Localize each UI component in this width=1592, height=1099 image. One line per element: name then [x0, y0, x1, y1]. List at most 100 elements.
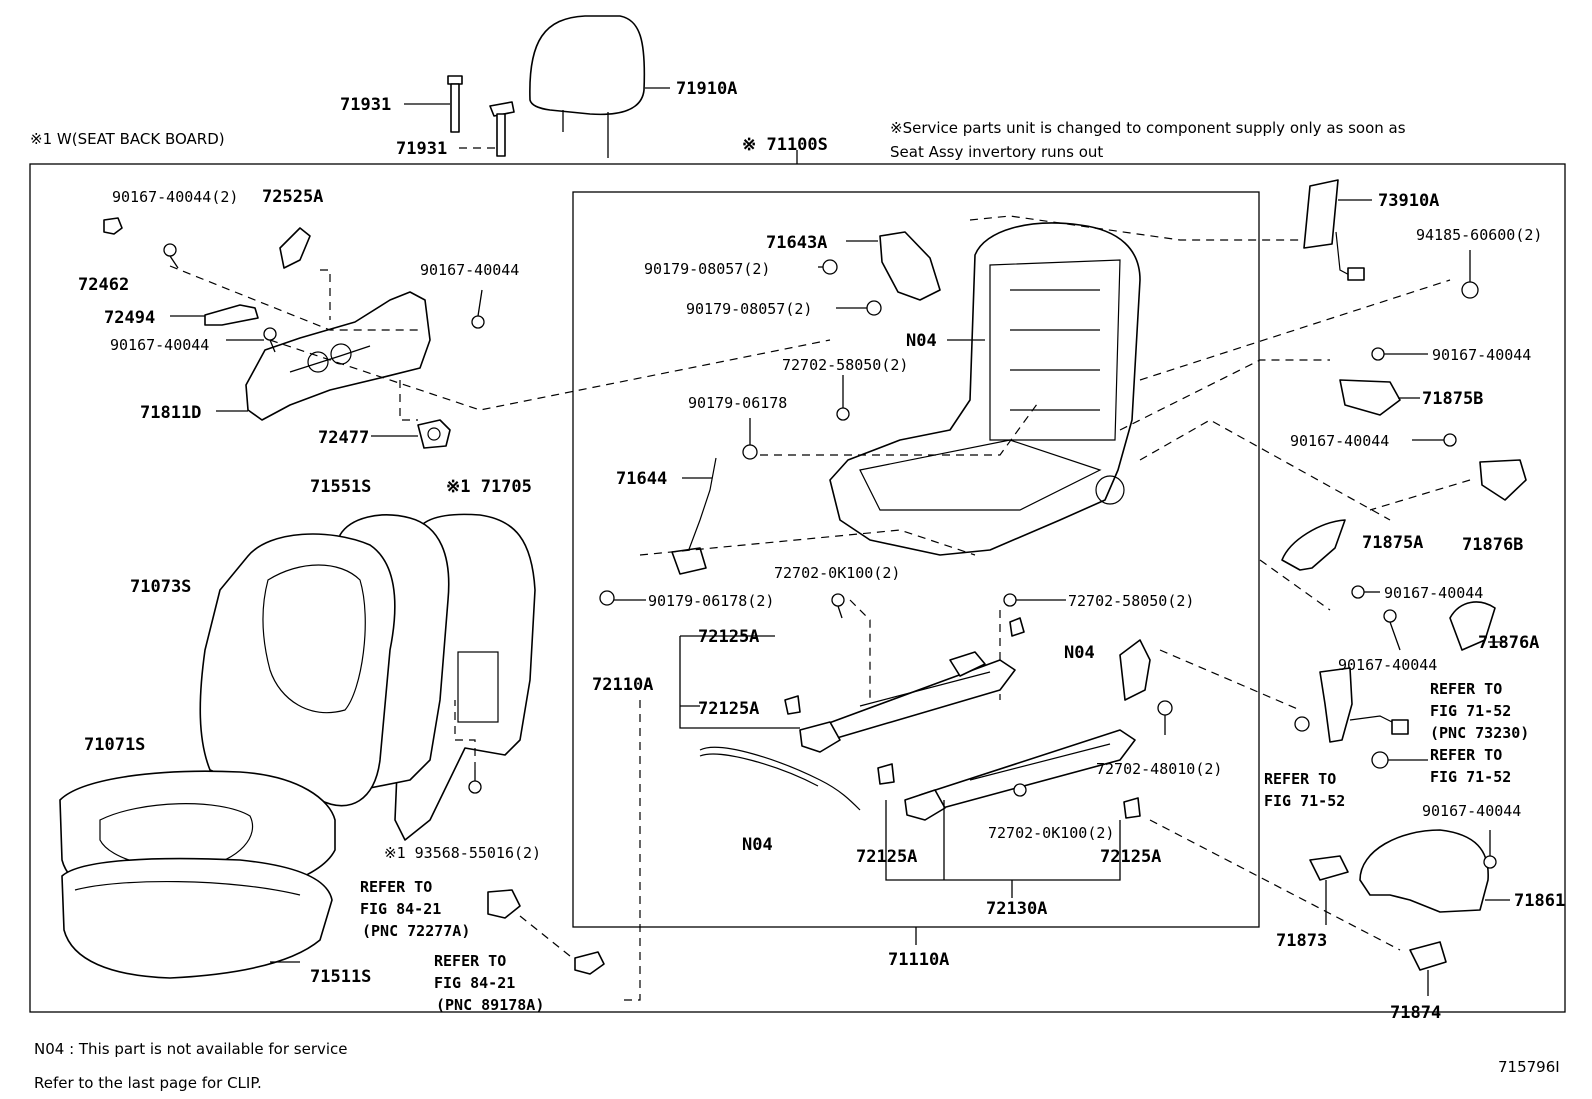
seat-track-72130A[interactable]	[904, 729, 1136, 821]
nut-90179-06178[interactable]	[742, 418, 758, 460]
cap-72462[interactable]	[103, 217, 123, 235]
bolt-72702-58050-b[interactable]	[1003, 593, 1066, 607]
note-service-2: Seat Assy invertory runs out	[890, 143, 1103, 161]
bolt-72702-48010[interactable]	[1157, 700, 1173, 735]
screw-90167-40044-a[interactable]	[163, 243, 179, 269]
label-90179-06178: 90179-06178	[688, 394, 787, 412]
label-71876A: 71876A	[1478, 633, 1539, 653]
screw-90167-40044-r1[interactable]	[1371, 347, 1428, 361]
label-71644: 71644	[616, 469, 667, 489]
label-90167-40044-r4: 90167-40044	[1338, 656, 1437, 674]
label-72702-48010: 72702-48010(2)	[1096, 760, 1222, 778]
ref2-l3: (PNC 89178A)	[436, 996, 544, 1014]
seat-frame-71100S[interactable]	[829, 222, 1141, 556]
label-90167-40044-left: 90167-40044	[110, 336, 209, 354]
cover-71876B[interactable]	[1369, 459, 1527, 511]
ref2-l1: REFER TO	[434, 952, 506, 970]
bracket-71643A[interactable]	[846, 231, 941, 301]
label-94185: 94185-60600(2)	[1416, 226, 1542, 244]
label-73910A: 73910A	[1378, 191, 1439, 211]
cable-N04-bottom	[699, 746, 861, 811]
seatback-cover-71073S[interactable]	[199, 533, 396, 807]
cover-71875B[interactable]	[1339, 379, 1420, 416]
label-71861: 71861	[1514, 891, 1565, 911]
label-71643A: 71643A	[766, 233, 827, 253]
label-71073S: 71073S	[130, 577, 191, 597]
bracket-N04-mid	[1119, 639, 1151, 701]
label-90167-40044-r5: 90167-40044	[1422, 802, 1521, 820]
nut-94185-60600[interactable]	[1461, 250, 1479, 299]
cover-ref-72277A[interactable]	[487, 889, 521, 919]
bracket-71874[interactable]	[1409, 941, 1447, 996]
ref3-l2: FIG 71-52	[1430, 702, 1511, 720]
screw-90167-40044-r3[interactable]	[1351, 585, 1380, 599]
connector-ref-89178A[interactable]	[519, 915, 605, 975]
label-72125A-a: 72125A	[698, 627, 759, 647]
label-71873: 71873	[1276, 931, 1327, 951]
knob-72494[interactable]	[170, 304, 259, 326]
label-71876B: 71876B	[1462, 535, 1523, 555]
label-71875A: 71875A	[1362, 533, 1423, 553]
label-90179-06178-2: 90179-06178(2)	[648, 592, 774, 610]
label-71100S: ※ 71100S	[742, 135, 828, 155]
label-90167-40044-r3: 90167-40044	[1384, 584, 1483, 602]
bolt-72702-58050-a[interactable]	[836, 375, 850, 421]
headrest-71910A[interactable]	[529, 15, 670, 158]
label-72525A: 72525A	[262, 187, 323, 207]
cover-71861[interactable]	[1359, 829, 1510, 913]
belt-sensor-73910A[interactable]	[1303, 179, 1372, 281]
ref4-l1: REFER TO	[1430, 746, 1502, 764]
label-72702-0K100-b: 72702-0K100(2)	[988, 824, 1114, 842]
clip-72125A-a[interactable]	[1009, 617, 1025, 637]
label-71910A: 71910A	[676, 79, 737, 99]
labels: 71931 71931 71910A ※1 W(SEAT BACK BOARD)…	[30, 79, 1565, 1092]
screw-90167-40044-r2[interactable]	[1412, 433, 1457, 447]
cover-72477[interactable]	[371, 419, 451, 449]
bracket-71873[interactable]	[1309, 855, 1349, 925]
side-shield-71811D[interactable]	[216, 291, 431, 421]
clip-72125A-c[interactable]	[877, 763, 895, 785]
cover-71876A[interactable]	[1449, 601, 1506, 651]
headrest-guide-71931-b[interactable]	[459, 101, 515, 157]
nut-90179-08057-a[interactable]	[818, 259, 838, 275]
knob-72525A[interactable]	[279, 227, 311, 269]
label-71931-a: 71931	[340, 95, 391, 115]
buckle-ref-73230[interactable]	[1294, 667, 1409, 743]
label-72125A-c: 72125A	[856, 847, 917, 867]
label-N04-mid: N04	[1064, 643, 1095, 663]
screw-90167-40044-r4[interactable]	[1383, 609, 1401, 651]
label-71551S: 71551S	[310, 477, 371, 497]
label-71875B: 71875B	[1422, 389, 1483, 409]
label-72110A: 72110A	[592, 675, 653, 695]
nut-ref-fig71-52[interactable]	[1371, 751, 1428, 769]
ref4-l2: FIG 71-52	[1430, 768, 1511, 786]
label-90179-08057-b: 90179-08057(2)	[686, 300, 812, 318]
harness-71644[interactable]	[671, 457, 717, 575]
cover-71875A[interactable]	[1281, 519, 1346, 571]
ref1-l1: REFER TO	[360, 878, 432, 896]
clip-72125A-d[interactable]	[1123, 797, 1141, 819]
label-N04-top: N04	[906, 331, 937, 351]
ref3-l1: REFER TO	[1430, 680, 1502, 698]
bolt-72702-0K100-b[interactable]	[1013, 783, 1027, 797]
label-71705: ※1 71705	[446, 477, 532, 497]
clip-93568-55016[interactable]	[454, 700, 482, 794]
seat-track-72110A[interactable]	[799, 651, 1016, 753]
ref2-l2: FIG 84-21	[434, 974, 515, 992]
nut-90179-06178-2[interactable]	[599, 590, 646, 606]
seat-cushion-pad-71511S[interactable]	[61, 857, 333, 979]
bolt-72702-0K100-a[interactable]	[831, 593, 845, 619]
label-72462: 72462	[78, 275, 129, 295]
label-71071S: 71071S	[84, 735, 145, 755]
label-71110A: 71110A	[888, 950, 949, 970]
label-N04-bottom: N04	[742, 835, 773, 855]
screw-90167-40044-r5[interactable]	[1483, 830, 1497, 869]
headrest-guide-71931-a[interactable]	[404, 75, 463, 133]
label-72130A: 72130A	[986, 899, 1047, 919]
label-72702-58050-b: 72702-58050(2)	[1068, 592, 1194, 610]
nut-90179-08057-b[interactable]	[836, 300, 882, 316]
screw-90167-40044-c[interactable]	[471, 289, 485, 329]
label-71874: 71874	[1390, 1003, 1441, 1023]
clip-72125A-b[interactable]	[784, 695, 801, 715]
ref3-l3: (PNC 73230)	[1430, 724, 1529, 742]
